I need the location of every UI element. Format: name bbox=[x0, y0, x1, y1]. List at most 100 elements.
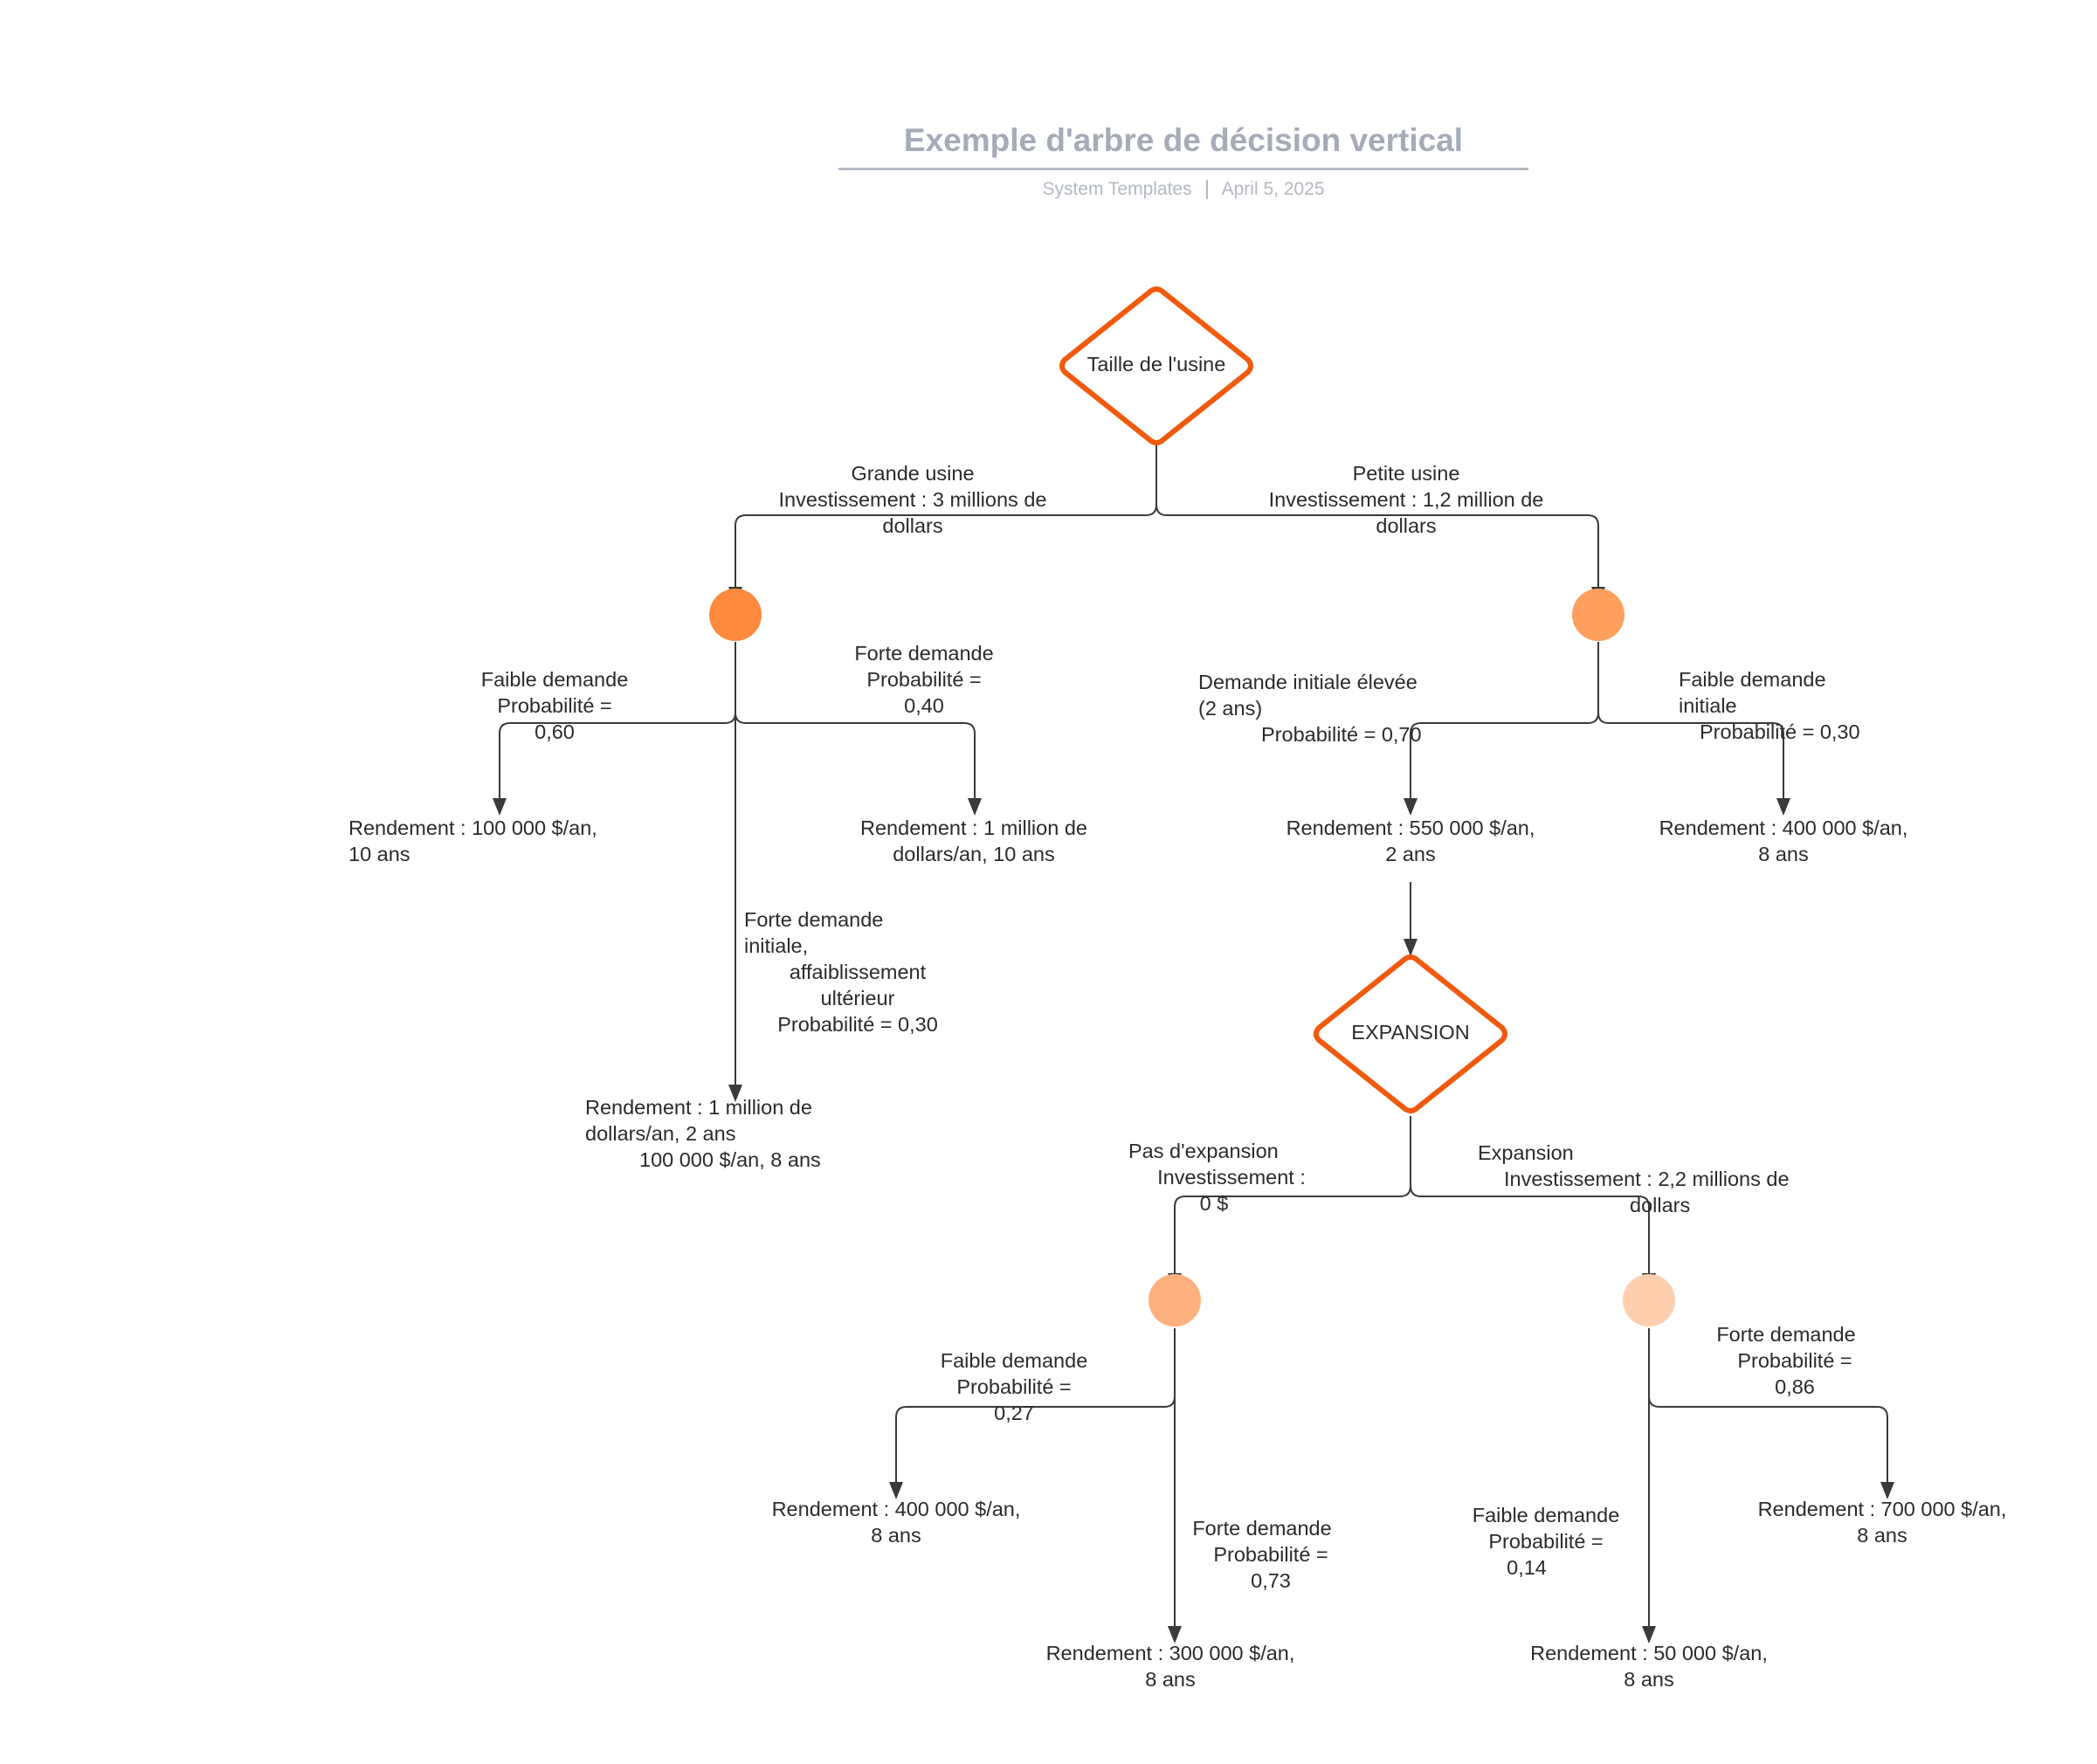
label-line: 10 ans bbox=[348, 843, 410, 865]
label-line: Investissement : bbox=[1157, 1166, 1306, 1189]
edge-pas-expansion bbox=[1174, 1116, 1411, 1273]
label-line: initiale bbox=[1679, 694, 1737, 717]
label-line: Probabilité = bbox=[956, 1375, 1072, 1398]
arrowhead bbox=[889, 1482, 903, 1499]
edge-petite-faible bbox=[1597, 642, 1784, 798]
label-line: Petite usine bbox=[1352, 462, 1460, 485]
arrowhead bbox=[1776, 798, 1790, 816]
label-line: Forte demande bbox=[854, 642, 994, 665]
outcome-ex-faible: Rendement : 50 000 $/an, 8 ans bbox=[1492, 1640, 1806, 1692]
label-line: Rendement : 1 million de bbox=[585, 1096, 812, 1119]
label-line: 0,27 bbox=[994, 1402, 1034, 1424]
label-line: Probabilité = bbox=[1737, 1349, 1852, 1372]
outcome-petite-elevee: Rendement : 550 000 $/an, 2 ans bbox=[1258, 815, 1563, 867]
page-title: Exemple d'arbre de décision vertical bbox=[903, 122, 1464, 158]
label-line: Expansion bbox=[1478, 1141, 1574, 1164]
arrowhead bbox=[1880, 1482, 1894, 1499]
label-line: 0 $ bbox=[1199, 1192, 1229, 1215]
label-line: Demande initiale élevée bbox=[1198, 671, 1418, 693]
label-line: 8 ans bbox=[1624, 1668, 1674, 1691]
label-line: Probabilité = bbox=[1213, 1543, 1328, 1566]
label-line: Investissement : 3 millions de bbox=[778, 488, 1047, 511]
outcome-pe-forte: Rendement : 300 000 $/an,8 ans bbox=[1013, 1640, 1328, 1692]
arrowhead bbox=[1404, 798, 1418, 816]
label-line: Faible demande bbox=[1472, 1504, 1620, 1526]
outcome-ex-forte: Rendement : 700 000 $/an, 8 ans bbox=[1725, 1496, 2039, 1548]
label-line: Rendement : 300 000 $/an, bbox=[1045, 1642, 1295, 1664]
label-line: Faible demande bbox=[480, 668, 629, 691]
label-line: 100 000 $/an, 8 ans bbox=[639, 1148, 821, 1171]
meta-divider bbox=[1205, 180, 1208, 200]
label-line: Rendement : 50 000 $/an, bbox=[1530, 1642, 1768, 1664]
label-line: ultérieur bbox=[820, 987, 895, 1009]
outcome-petite-faible: Rendement : 400 000 $/an,8 ans bbox=[1626, 815, 1941, 867]
chance-node-pas-expansion bbox=[1149, 1274, 1201, 1326]
decision-label-expansion: EXPANSION bbox=[1351, 1021, 1470, 1044]
decision-label-plant-size: Taille de l'usine bbox=[1086, 353, 1226, 376]
label-line: 0,14 bbox=[1507, 1556, 1547, 1579]
arrowhead bbox=[1404, 939, 1418, 956]
label-line: 2 ans bbox=[1385, 843, 1436, 865]
label-line: affaiblissement bbox=[789, 961, 927, 983]
label-line: 8 ans bbox=[871, 1524, 921, 1547]
label-line: dollars/an, 10 ans bbox=[893, 843, 1055, 865]
label-line: Probabilité = bbox=[497, 694, 612, 717]
decision-node-expansion bbox=[1314, 954, 1507, 1113]
edge-root-to-petite bbox=[1155, 441, 1599, 587]
label-line: 8 ans bbox=[1857, 1524, 1907, 1547]
arrowhead bbox=[728, 1085, 742, 1102]
date: April 5, 2025 bbox=[1221, 179, 1325, 199]
label-line: 0,86 bbox=[1775, 1375, 1815, 1398]
label-line: 0,73 bbox=[1251, 1569, 1291, 1592]
branch-label-petite-elevee: Demande initiale élevée(2 ans)Probabilit… bbox=[1198, 669, 1478, 748]
label-line: Grande usine bbox=[851, 462, 975, 485]
edge-petite-elevee bbox=[1410, 642, 1599, 798]
chance-node-petite bbox=[1572, 589, 1624, 641]
label-line: Rendement : 1 million de bbox=[860, 817, 1087, 839]
label-line: Rendement : 550 000 $/an, bbox=[1286, 817, 1535, 839]
label-line: dollars/an, 2 ans bbox=[585, 1122, 736, 1145]
label-line: Probabilité = 0,70 bbox=[1261, 723, 1422, 746]
label-line: initiale, bbox=[744, 934, 809, 957]
label-line: dollars bbox=[1376, 514, 1437, 537]
arrowhead bbox=[1168, 1626, 1182, 1643]
label-line: dollars bbox=[1630, 1194, 1691, 1216]
outcome-grande-mixte: Rendement : 1 million de dollars/an, 2 an… bbox=[585, 1094, 873, 1173]
outcome-grande-faible: Rendement : 100 000 $/an,10 ans bbox=[348, 815, 645, 867]
label-line: Forte demande bbox=[1192, 1517, 1332, 1540]
label-line: Probabilité = bbox=[866, 668, 982, 691]
label-line: Investissement : 1,2 million de bbox=[1268, 488, 1544, 511]
branch-label-grande-forte-initiale: Forte demande initiale, affaiblissement … bbox=[744, 906, 971, 1037]
chance-node-grande bbox=[709, 589, 762, 641]
arrowhead bbox=[1642, 1626, 1656, 1643]
outcome-grande-forte: Rendement : 1 million de dollars/an, 10 a… bbox=[830, 815, 1118, 867]
label-line: Forte demande bbox=[744, 908, 884, 931]
arrowhead bbox=[968, 798, 982, 816]
label-line: Rendement : 400 000 $/an, bbox=[771, 1498, 1021, 1520]
label-line: Probabilité = 0,30 bbox=[1700, 720, 1860, 743]
label-line: Probabilité = bbox=[1488, 1530, 1604, 1553]
label-line: dollars bbox=[882, 514, 943, 537]
label-line: Pas d'expansion bbox=[1128, 1140, 1279, 1162]
label-line: Rendement : 700 000 $/an, bbox=[1757, 1498, 2007, 1520]
label-line: 0,60 bbox=[535, 720, 575, 743]
label-line: Faible demande bbox=[940, 1349, 1088, 1372]
chance-node-expansion bbox=[1623, 1274, 1675, 1326]
label-line: Faible demande bbox=[1679, 668, 1826, 691]
decision-node-plant-size bbox=[1059, 286, 1253, 445]
edge-root-to-grande bbox=[735, 441, 1157, 587]
arrowhead bbox=[493, 798, 507, 816]
label-line: Rendement : 400 000 $/an, bbox=[1659, 817, 1908, 839]
